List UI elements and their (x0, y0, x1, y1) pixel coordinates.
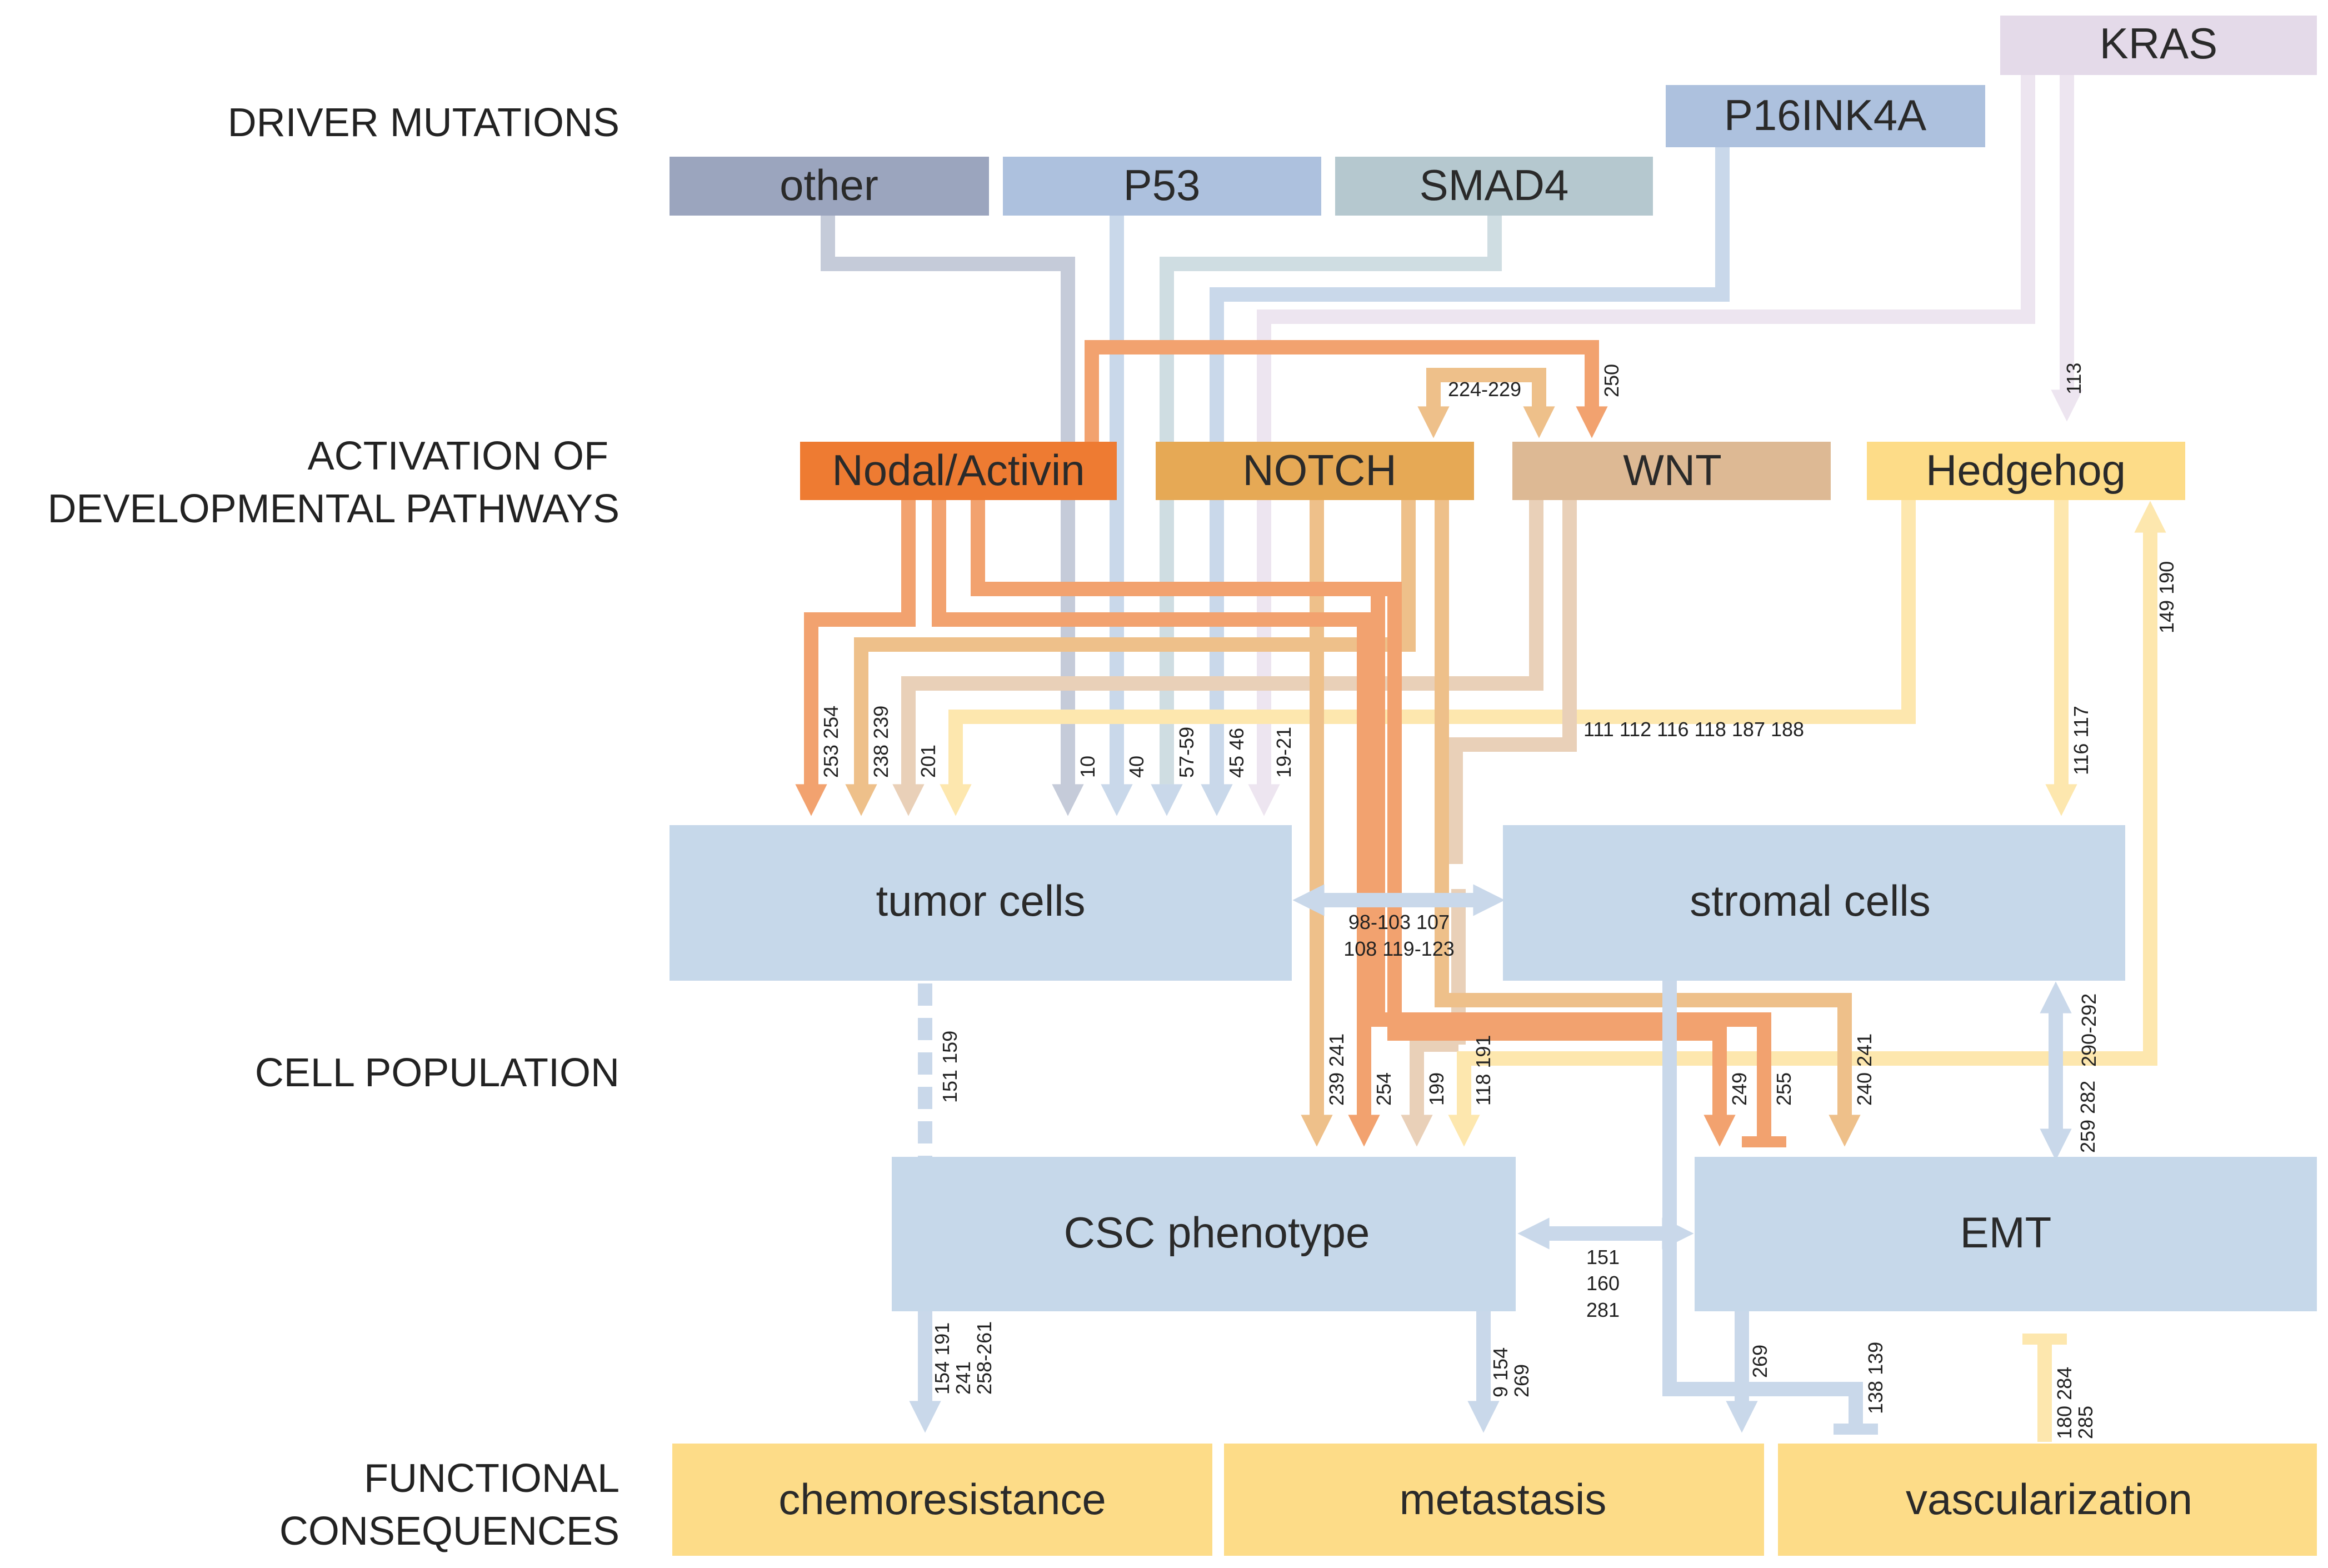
ref-nodal-emt: 249 (1728, 1072, 1751, 1106)
smad4-mutation-box (1335, 157, 1653, 216)
ref-wnt-stromal: 111 112 116 118 187 188 (1583, 718, 1804, 741)
kras-mutation-label: KRAS (2100, 19, 2217, 68)
ref-stromal-vasc: 138 139 (1864, 1342, 1887, 1414)
vascularization-label: vascularization (1906, 1475, 2192, 1524)
metastasis-box (1224, 1444, 1764, 1556)
ref-csc-meta-1: 9 154 (1489, 1347, 1512, 1397)
csc-phenotype-label: CSC phenotype (1064, 1208, 1370, 1257)
ref-p16-tumor: 45 46 (1225, 728, 1248, 778)
stromal-cells-box (1503, 825, 2125, 981)
ref-csc-emt-2: 160 (1586, 1272, 1620, 1295)
hedgehog-pathway-box (1867, 442, 2185, 500)
row-label-activation-2: DEVELOPMENTAL PATHWAYS (47, 487, 620, 531)
ref-nodal-wnt: 250 (1600, 364, 1623, 397)
wnt-to-csc-arrow (1401, 1037, 1458, 1147)
notch-pathway-box (1156, 442, 1474, 500)
nodal-to-wnt-connector (1085, 340, 1608, 442)
chemoresistance-box (672, 1444, 1212, 1556)
nodal-to-csc-connector (932, 500, 1380, 1147)
ref-hedgehog-vasc: 149 190 (2155, 561, 2178, 633)
other-to-tumor-connector (821, 216, 1084, 816)
notch-wnt-bidirectional-connector (1417, 368, 1555, 438)
nodal-activin-pathway-box (800, 442, 1117, 500)
hedgehog-pathway-label: Hedgehog (1926, 446, 2126, 495)
ref-wnt-csc: 199 (1425, 1072, 1448, 1106)
ref-nodal-tumor: 253 254 (820, 706, 842, 778)
ref-csc-emt-1: 151 (1586, 1246, 1620, 1269)
wnt-pathway-box (1512, 442, 1831, 500)
ref-nodal-emt-inhibit: 255 (1772, 1072, 1795, 1106)
nodal-to-emt-connector (971, 500, 1736, 1147)
ref-notch-tumor: 238 239 (870, 706, 892, 778)
ref-hedgehog-stromal: 116 117 (2070, 706, 2092, 775)
ref-smad4-tumor: 57-59 (1175, 727, 1198, 778)
ref-tumor-stromal-1: 98-103 107 (1348, 911, 1450, 933)
ref-hedgehog-csc: 118 191 (1472, 1035, 1495, 1106)
ref-vasc-inhibit-2: 285 (2074, 1406, 2097, 1439)
ref-wnt-tumor: 201 (917, 745, 940, 778)
smad4-to-tumor-connector (1151, 216, 1502, 816)
other-mutation-label: other (780, 161, 878, 209)
ref-notch-emt: 240 241 (1853, 1033, 1876, 1106)
ref-csc-meta-2: 269 (1510, 1364, 1533, 1397)
p16-mutation-box (1666, 85, 1985, 147)
row-label-cell-population: CELL POPULATION (255, 1051, 620, 1095)
ref-emt-meta: 269 (1749, 1345, 1771, 1378)
other-mutation-box (670, 157, 989, 216)
ref-stromal-emt-vertical: 290-292 (2077, 993, 2100, 1067)
ref-kras-hedgehog: 113 (2062, 363, 2085, 395)
ref-csc-chemo-1: 154 191 (931, 1322, 953, 1395)
ref-stromal-emt: 259 282 (2076, 1081, 2099, 1153)
p53-mutation-box (1003, 157, 1321, 216)
ref-csc-emt-3: 281 (1586, 1299, 1620, 1321)
ref-other-tumor: 10 (1076, 756, 1099, 778)
ref-notch-wnt: 224-229 (1448, 378, 1521, 401)
tumor-cells-box (670, 825, 1292, 981)
ref-vasc-inhibit-1: 180 284 (2053, 1367, 2076, 1439)
csc-phenotype-box (892, 1157, 1516, 1311)
ref-csc-chemo-3: 258-261 (973, 1321, 996, 1395)
smad4-mutation-label: SMAD4 (1420, 161, 1569, 209)
tumor-cells-label: tumor cells (876, 876, 1085, 925)
emt-label: EMT (1960, 1208, 2052, 1257)
ref-tumor-csc: 151 159 (938, 1031, 961, 1103)
nodal-activin-pathway-label: Nodal/Activin (832, 446, 1085, 495)
wnt-pathway-label: WNT (1623, 446, 1722, 495)
stromal-cells-label: stromal cells (1690, 876, 1930, 925)
ref-kras-tumor: 19-21 (1272, 727, 1295, 778)
ref-notch-csc: 239 241 (1325, 1033, 1348, 1106)
ref-nodal-csc: 254 (1372, 1072, 1395, 1106)
p16-to-tumor-connector (1201, 147, 1730, 816)
row-label-functional-2: CONSEQUENCES (279, 1509, 620, 1554)
kras-to-tumor-connector (1248, 75, 2035, 816)
hedgehog-to-csc-connector (1448, 501, 2166, 1147)
ref-csc-chemo-2: 241 (952, 1361, 975, 1395)
metastasis-label: metastasis (1400, 1475, 1607, 1524)
kras-mutation-box (2000, 16, 2317, 75)
ref-p53-tumor: 40 (1125, 756, 1148, 778)
chemoresistance-label: chemoresistance (778, 1475, 1106, 1524)
vascularization-box (1778, 1444, 2317, 1556)
p16-mutation-label: P16INK4A (1724, 91, 1926, 139)
stromal-to-vascularization-inhibit-connector (1662, 981, 1863, 1428)
p53-mutation-label: P53 (1123, 161, 1201, 209)
emt-box (1695, 1157, 2317, 1311)
notch-pathway-label: NOTCH (1242, 446, 1396, 495)
nodal-to-emt-inhibit-connector (1371, 589, 1771, 1139)
nodal-to-tumor-connector (795, 500, 916, 816)
notch-to-tumor-connector (845, 500, 1416, 816)
row-label-driver-mutations: DRIVER MUTATIONS (228, 101, 620, 145)
row-label-functional-1: FUNCTIONAL (364, 1456, 620, 1501)
notch-to-emt-connector (1435, 500, 1861, 1147)
ref-tumor-stromal-2: 108 119-123 (1343, 937, 1455, 960)
row-label-activation-1: ACTIVATION OF (308, 434, 608, 478)
